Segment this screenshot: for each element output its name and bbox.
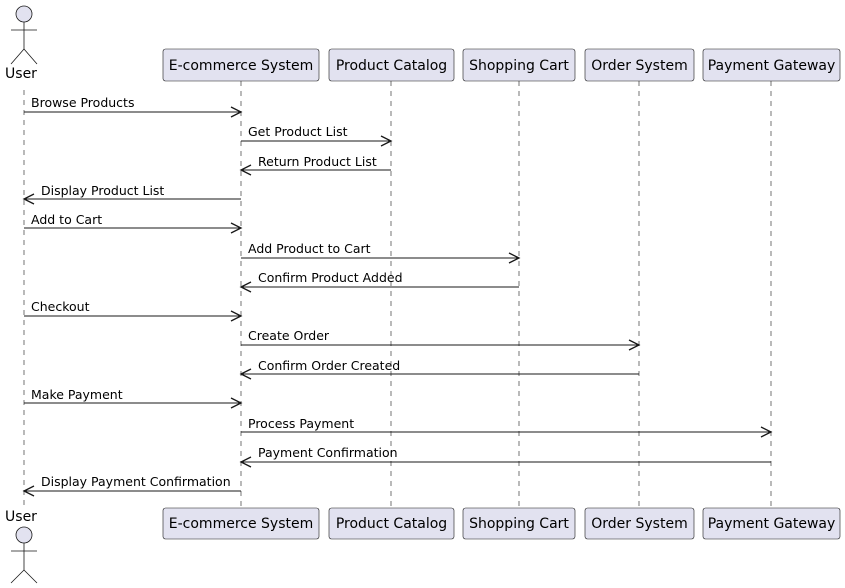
message-1: Browse Products	[24, 95, 243, 118]
participant-box	[162, 48, 320, 82]
participant-box	[328, 507, 455, 540]
actor-user-bottom: User	[5, 509, 38, 584]
message-label: Confirm Order Created	[258, 358, 400, 373]
participant-box	[328, 48, 455, 82]
participant-label: Shopping Cart	[469, 58, 569, 74]
participant-payment-top: Payment Gateway	[702, 48, 841, 82]
actor-leg-right	[23, 569, 38, 584]
arrowhead	[239, 281, 252, 293]
actor-label-bottom: User	[5, 509, 37, 525]
arrowhead	[760, 426, 773, 438]
message-13: Payment Confirmation	[239, 445, 771, 468]
participant-box	[702, 507, 841, 540]
message-6: Add Product to Cart	[241, 241, 521, 264]
participant-cart-bottom: Shopping Cart	[462, 507, 576, 540]
message-label: Checkout	[31, 299, 90, 314]
participant-label: Order System	[591, 516, 687, 532]
participant-label: Payment Gateway	[708, 516, 836, 532]
message-3: Return Product List	[239, 154, 391, 176]
actor-head	[15, 5, 33, 23]
arrowhead	[230, 310, 243, 322]
participant-order-top: Order System	[584, 48, 695, 82]
actor-user-top: User	[5, 5, 38, 82]
participant-ecommerce-bottom: E-commerce System	[162, 507, 320, 540]
participants-top: E-commerce System Product Catalog Shoppi…	[162, 48, 841, 82]
arrowhead	[22, 193, 35, 205]
message-12: Process Payment	[241, 416, 773, 438]
message-label: Create Order	[248, 328, 330, 343]
participant-label: Payment Gateway	[708, 58, 836, 74]
message-label: Browse Products	[31, 95, 134, 110]
participant-label: Shopping Cart	[469, 516, 569, 532]
arrowhead	[230, 106, 243, 118]
participant-box	[584, 507, 695, 540]
arrowhead	[628, 339, 641, 351]
participant-catalog-bottom: Product Catalog	[328, 507, 455, 540]
message-7: Confirm Product Added	[239, 270, 519, 293]
participant-label: E-commerce System	[169, 58, 313, 74]
participant-box	[462, 507, 576, 540]
message-label: Display Payment Confirmation	[41, 474, 231, 489]
actor-label-top: User	[5, 66, 37, 82]
message-label: Display Product List	[41, 183, 164, 198]
participant-cart-top: Shopping Cart	[462, 48, 576, 82]
participant-label: Product Catalog	[336, 58, 447, 74]
message-label: Return Product List	[258, 154, 377, 169]
actor-leg-left	[10, 569, 25, 584]
message-4: Display Product List	[22, 183, 241, 205]
message-11: Make Payment	[24, 387, 243, 409]
arrowhead	[230, 222, 243, 234]
message-label: Add Product to Cart	[248, 241, 371, 256]
participant-label: Order System	[591, 58, 687, 74]
participant-box	[162, 507, 320, 540]
actor-leg-right	[23, 48, 38, 65]
message-label: Confirm Product Added	[258, 270, 403, 285]
message-label: Add to Cart	[31, 212, 102, 227]
message-2: Get Product List	[241, 124, 393, 147]
message-9: Create Order	[241, 328, 641, 351]
arrowhead	[22, 485, 35, 497]
participant-order-bottom: Order System	[584, 507, 695, 540]
participant-payment-bottom: Payment Gateway	[702, 507, 841, 540]
participant-box	[702, 48, 841, 82]
participant-box	[462, 48, 576, 82]
message-5: Add to Cart	[24, 212, 243, 234]
messages: Browse Products Get Product List Return …	[22, 95, 773, 497]
participant-label: Product Catalog	[336, 516, 447, 532]
message-label: Process Payment	[248, 416, 354, 431]
message-label: Make Payment	[31, 387, 123, 402]
arrowhead	[380, 135, 393, 147]
message-14: Display Payment Confirmation	[22, 474, 241, 497]
arrowhead	[508, 252, 521, 264]
message-label: Payment Confirmation	[258, 445, 398, 460]
participant-label: E-commerce System	[169, 516, 313, 532]
message-8: Checkout	[24, 299, 243, 322]
participants-bottom: E-commerce System Product Catalog Shoppi…	[162, 507, 841, 540]
arrowhead	[239, 164, 252, 176]
actor-head	[15, 526, 33, 544]
participant-box	[584, 48, 695, 82]
participant-catalog-top: Product Catalog	[328, 48, 455, 82]
arrowhead	[239, 456, 252, 468]
lifelines	[23, 81, 772, 508]
message-10: Confirm Order Created	[239, 358, 639, 380]
arrowhead	[239, 368, 252, 380]
message-label: Get Product List	[248, 124, 348, 139]
participant-ecommerce-top: E-commerce System	[162, 48, 320, 82]
actor-leg-left	[10, 48, 25, 65]
arrowhead	[230, 397, 243, 409]
